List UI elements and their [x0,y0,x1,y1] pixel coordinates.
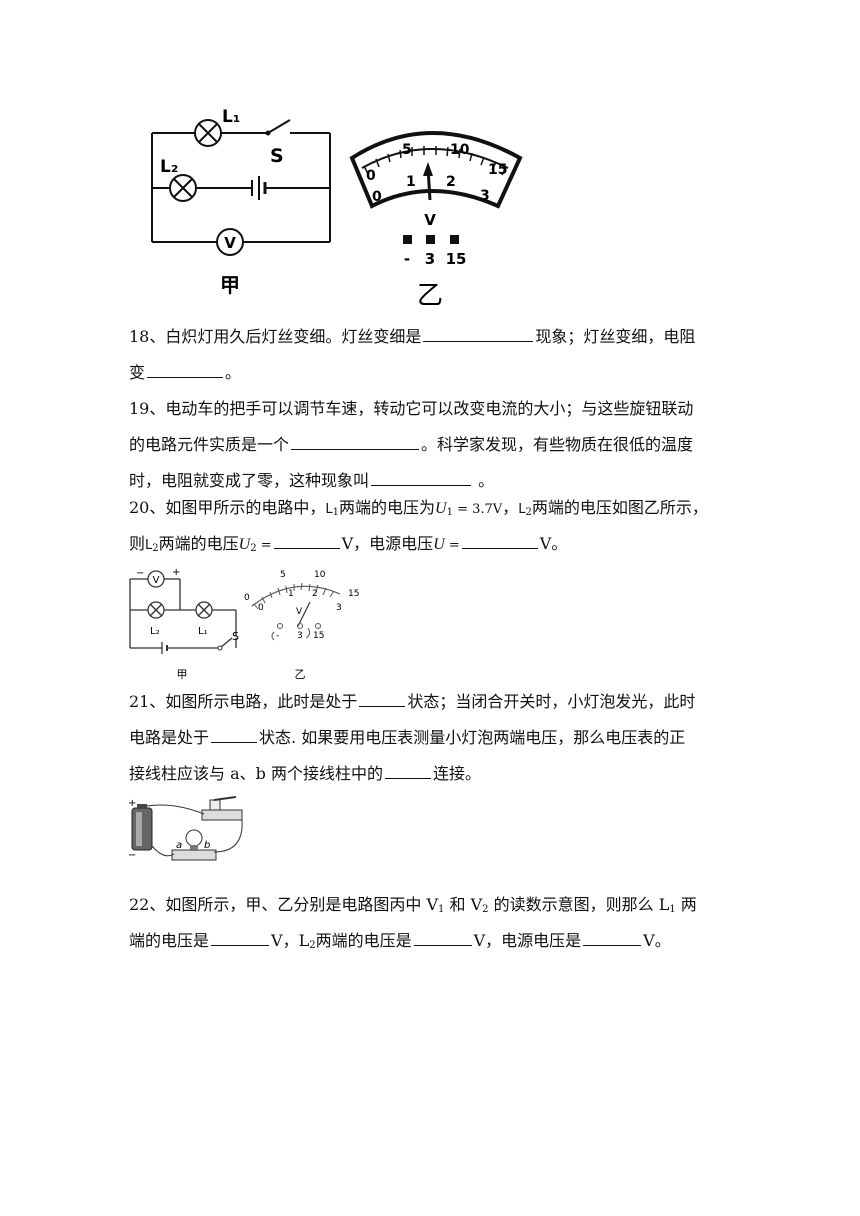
svg-text:L₁: L₁ [198,626,208,637]
meter-terminals [403,235,459,244]
question-21: 21、如图所示电路，此时是处于状态；当闭合开关时，小灯泡发光，此时 电路是处于状… [129,684,739,792]
bulb [171,829,217,861]
svg-text:V: V [224,234,236,252]
svg-text:V: V [153,575,160,586]
caption-jia: 甲 [220,273,240,297]
answer-blank[interactable] [461,530,538,549]
caption-yi: 乙 [417,281,443,310]
voltmeter-dial: 0 5 10 15 0 1 2 3 [349,131,523,209]
svg-text:0: 0 [244,593,250,603]
question-number: 18、 [129,327,166,346]
svg-text:15: 15 [446,250,467,268]
svg-text:乙: 乙 [295,668,306,681]
answer-blank[interactable] [291,431,420,450]
svg-text:10: 10 [314,570,326,580]
lamp-l1 [194,119,222,147]
question-18: 18、白炽灯用久后灯丝变细。灯丝变细是现象；灯丝变细，电阻 变。 [129,319,739,391]
question-number: 21、 [129,692,166,711]
question-22: 22、如图所示，甲、乙分别是电路图丙中 V1 和 V2 的读数示意图，则那么 L… [129,895,697,951]
label-s: S [270,145,284,167]
answer-blank[interactable] [423,323,534,342]
answer-blank[interactable] [147,359,224,378]
battery [131,804,153,851]
svg-text:-: - [276,631,279,641]
answer-blank[interactable] [371,467,472,486]
question-number: 22、 [129,895,166,914]
svg-text:3: 3 [336,603,342,613]
svg-text:3: 3 [297,631,303,641]
figure-q18: V L₁ L₂ S 甲 0 5 10 15 0 1 2 3 V - 3 [151,107,523,310]
answer-blank[interactable] [211,927,270,946]
meter-unit: V [424,211,436,229]
svg-text:15: 15 [348,589,359,599]
answer-blank[interactable] [583,927,642,946]
svg-text:0: 0 [372,189,382,205]
svg-text:5: 5 [402,142,412,158]
question-number: 19、 [129,399,166,418]
label-l2: L₂ [160,157,178,177]
label-l1: L₁ [222,107,240,127]
question-19: 19、电动车的把手可以调节车速，转动它可以改变电流的大小；与这些旋钮联动 的电路… [129,399,694,490]
answer-blank[interactable] [359,688,406,707]
svg-text:−: − [128,850,136,861]
svg-text:3: 3 [480,188,490,204]
mini-meter [251,582,341,627]
figure-q21: + − a b [128,796,243,861]
lamp-l2 [169,174,197,202]
svg-text:−: − [136,568,144,579]
svg-text:5: 5 [280,570,286,580]
svg-text:-: - [404,250,410,268]
answer-blank[interactable] [273,530,340,549]
question-number: 20、 [129,498,166,517]
svg-text:2: 2 [312,589,318,599]
battery-symbol [251,176,267,200]
svg-text:1: 1 [406,174,416,190]
switch [201,796,243,821]
answer-blank[interactable] [413,927,472,946]
svg-text:10: 10 [450,142,470,158]
svg-text:0: 0 [258,603,264,613]
question-20: 20、如图甲所示的电路中，L1两端的电压为U1 = 3.7V，L2两端的电压如图… [129,498,708,554]
svg-text:15: 15 [488,162,507,178]
svg-text:+: + [172,567,180,578]
svg-text:0: 0 [366,168,376,184]
answer-blank[interactable] [211,724,258,743]
svg-text:b: b [204,840,210,851]
svg-text:+: + [128,798,136,809]
svg-text:a: a [176,840,182,851]
answer-blank[interactable] [384,760,431,779]
svg-text:V: V [296,607,303,617]
svg-text:15: 15 [313,631,324,641]
svg-text:3: 3 [425,250,435,268]
voltmeter-symbol: V [216,228,244,256]
svg-text:L₂: L₂ [150,626,160,637]
svg-text:S: S [232,630,239,643]
figure-q20: V + − L₂ L₁ S 甲 0 5 10 15 0 1 2 3 V - 3 … [129,567,359,681]
svg-text:2: 2 [446,174,456,190]
svg-text:1: 1 [288,589,294,599]
svg-text:甲: 甲 [177,668,188,681]
